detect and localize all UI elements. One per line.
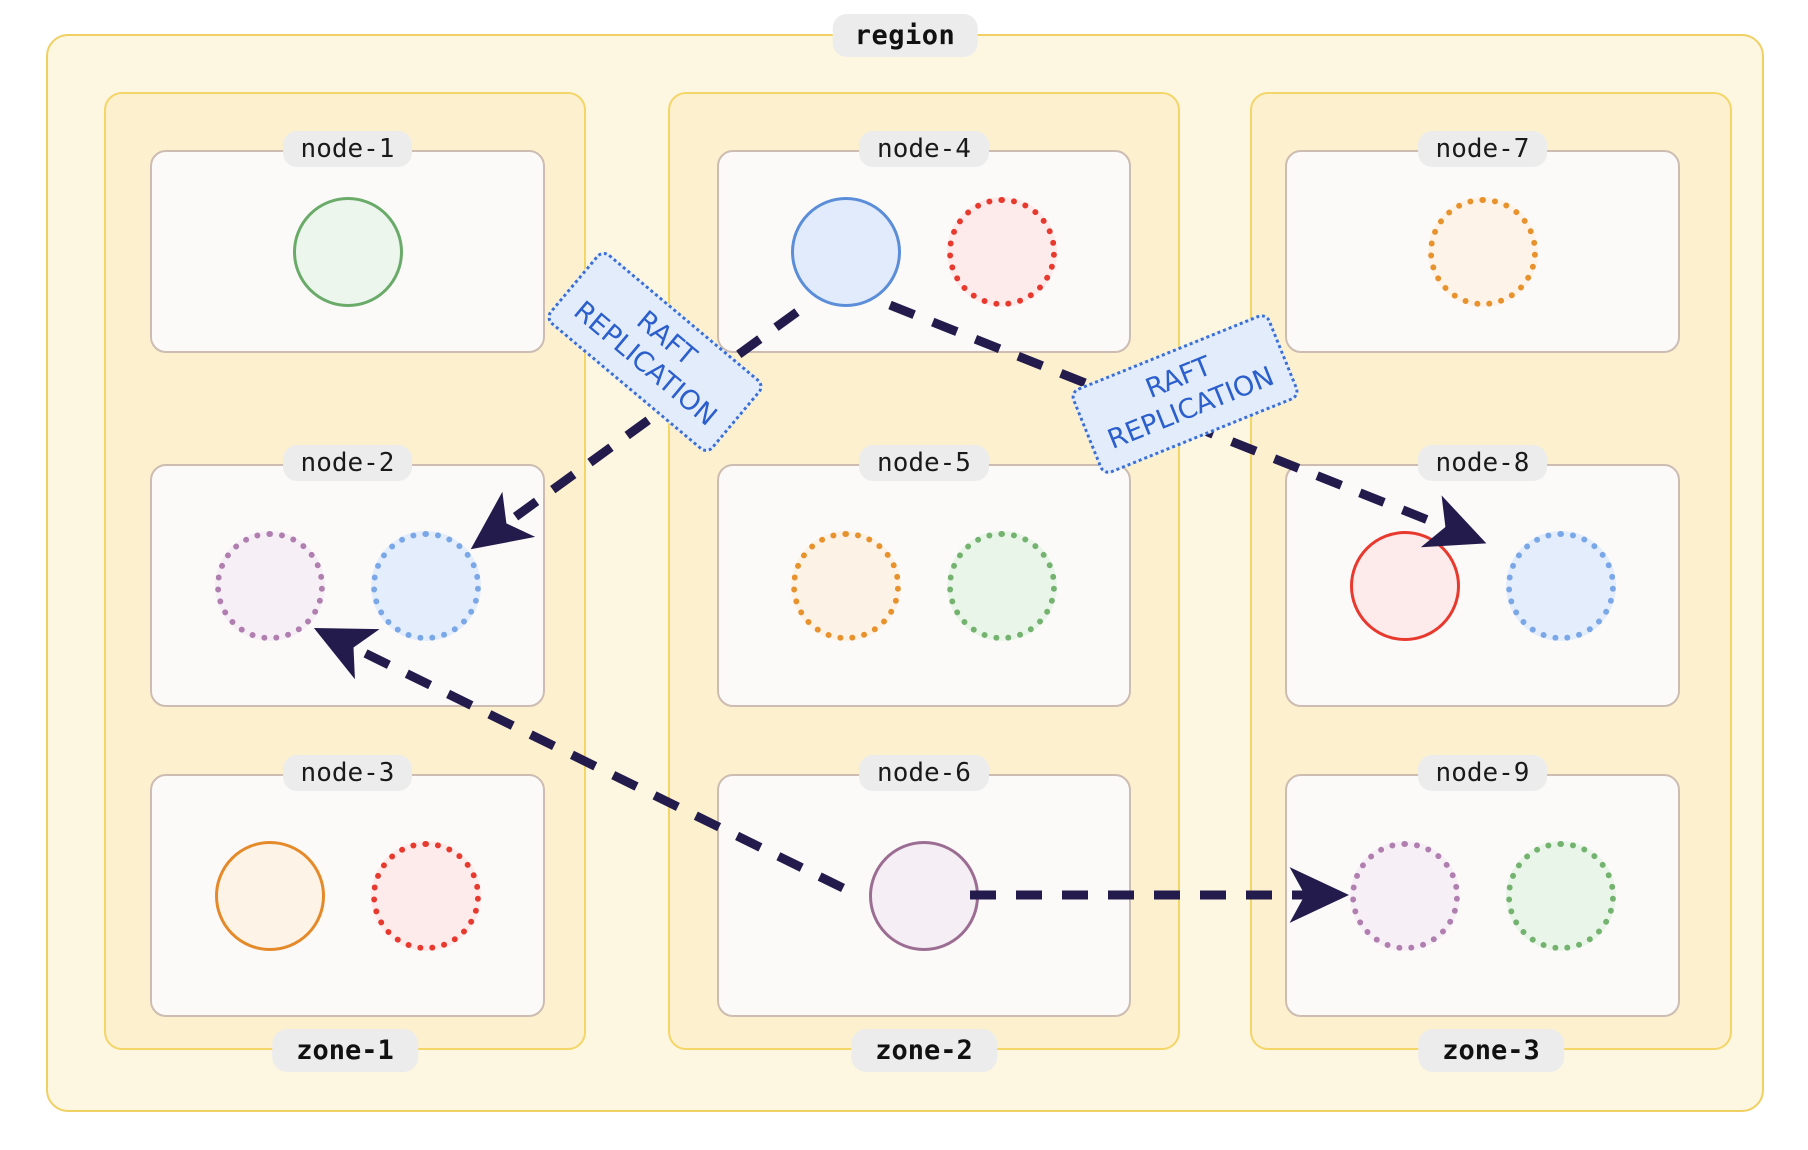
node-box-6[interactable]: node-6 <box>717 755 1131 1017</box>
shard-circle[interactable] <box>1427 196 1538 307</box>
node-box-5[interactable]: node-5 <box>717 445 1131 707</box>
node-box-4[interactable]: node-4 <box>717 131 1131 353</box>
node-label-3: node-3 <box>282 755 413 791</box>
shard-circle[interactable] <box>791 196 901 307</box>
node-box-9[interactable]: node-9 <box>1285 755 1680 1017</box>
node-label-9: node-9 <box>1417 755 1548 791</box>
shard-circle[interactable] <box>1349 840 1460 951</box>
node-label-6: node-6 <box>859 755 989 791</box>
shard-circle[interactable] <box>869 840 979 951</box>
node-label-7: node-7 <box>1417 131 1548 167</box>
shard-circle[interactable] <box>1349 530 1460 641</box>
node-label-1: node-1 <box>282 131 413 167</box>
shard-circle[interactable] <box>791 530 901 641</box>
node-label-4: node-4 <box>859 131 989 167</box>
node-box-3[interactable]: node-3 <box>150 755 545 1017</box>
zone-label-2: zone-2 <box>851 1029 997 1072</box>
shard-circle[interactable] <box>214 530 325 641</box>
node-box-8[interactable]: node-8 <box>1285 445 1680 707</box>
shard-circle[interactable] <box>292 196 403 307</box>
shard-circle[interactable] <box>947 196 1057 307</box>
node-box-7[interactable]: node-7 <box>1285 131 1680 353</box>
node-label-5: node-5 <box>859 445 989 481</box>
region-label: region <box>832 14 978 57</box>
node-box-1[interactable]: node-1 <box>150 131 545 353</box>
shard-circle[interactable] <box>947 530 1057 641</box>
node-label-8: node-8 <box>1417 445 1548 481</box>
shard-circle[interactable] <box>1505 530 1616 641</box>
zone-label-1: zone-1 <box>272 1029 418 1072</box>
shard-circle[interactable] <box>1505 840 1616 951</box>
shard-circle[interactable] <box>370 840 481 951</box>
shard-circle[interactable] <box>214 840 325 951</box>
node-label-2: node-2 <box>282 445 413 481</box>
node-box-2[interactable]: node-2 <box>150 445 545 707</box>
zone-label-3: zone-3 <box>1418 1029 1564 1072</box>
shard-circle[interactable] <box>370 530 481 641</box>
